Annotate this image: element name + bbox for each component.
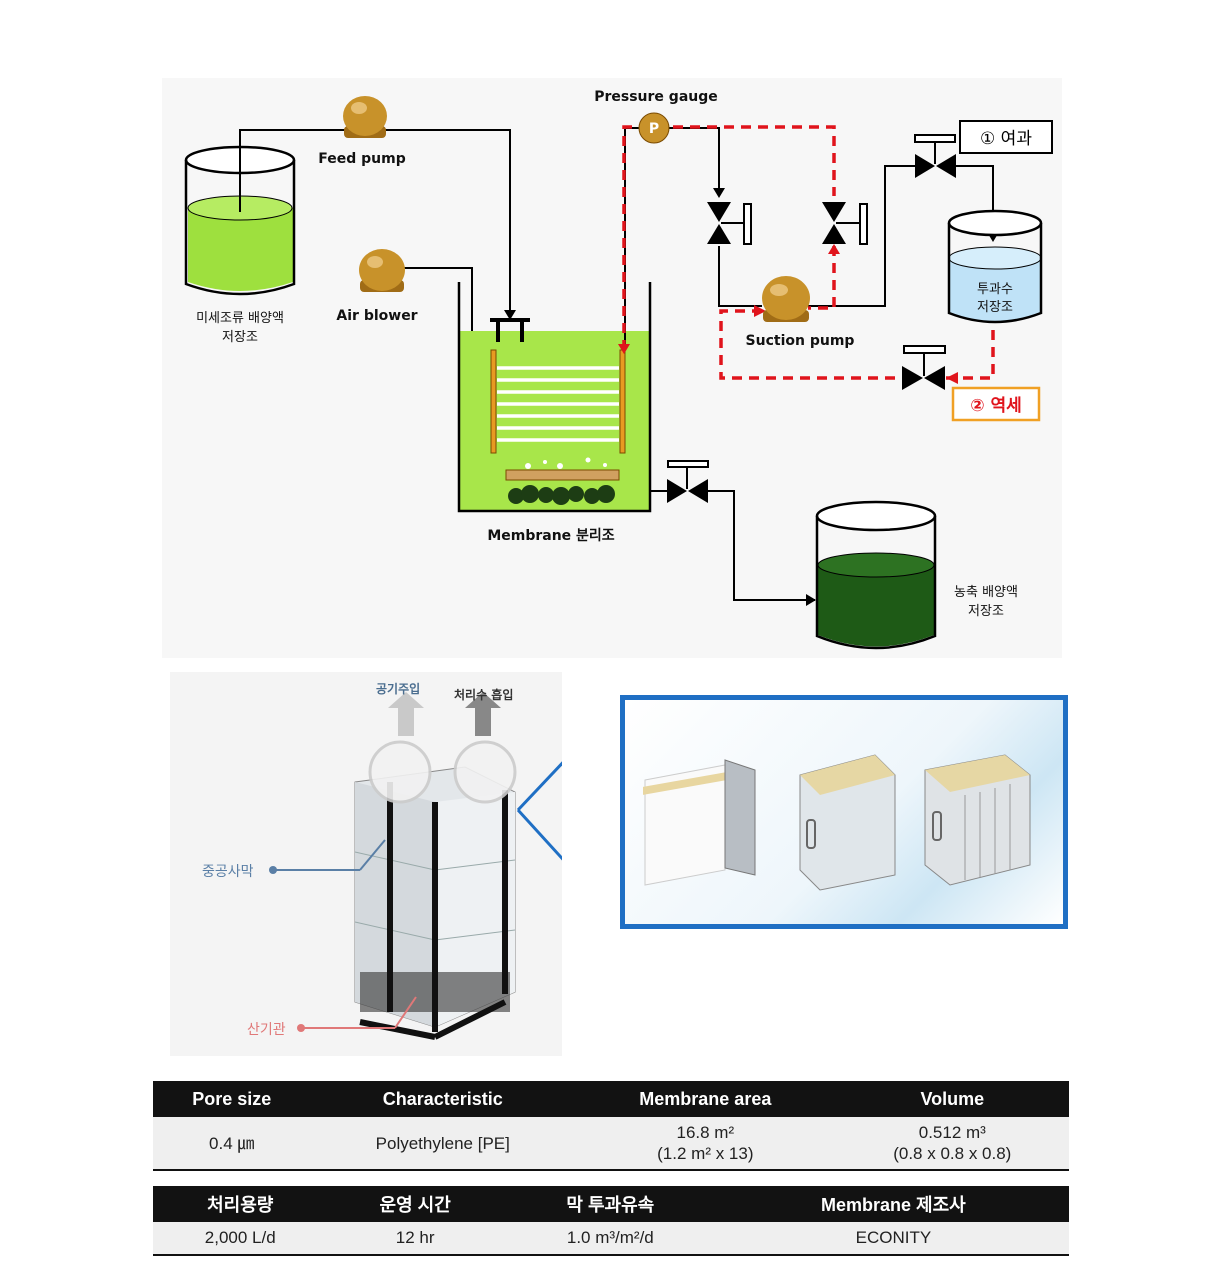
module-frame-closed bbox=[924, 754, 1031, 886]
cell-manufacturer: ECONITY bbox=[717, 1222, 1069, 1256]
header-operating-time: 운영 시간 bbox=[327, 1186, 503, 1222]
pressure-gauge-icon bbox=[638, 112, 670, 144]
aerator-label: 산기관 bbox=[247, 1022, 286, 1038]
backwash-return-valve-icon bbox=[902, 345, 946, 390]
permeate-valve-icon bbox=[914, 134, 956, 178]
backwash-mode-label: ② 역세 bbox=[970, 396, 1022, 416]
module-frame-half bbox=[799, 754, 896, 891]
membrane-module-photo: 공기주입 처리수 흡입 중공사막 산기관 bbox=[170, 672, 622, 1056]
suction-pump-icon bbox=[762, 276, 810, 322]
table-row: 0.4 ㎛ Polyethylene [PE] 16.8 m²(1.2 m² x… bbox=[153, 1117, 1069, 1171]
cell-characteristic: Polyethylene [PE] bbox=[310, 1117, 576, 1171]
permeate-tank-label-1: 투과수 bbox=[977, 282, 1013, 297]
hollow-fiber-label: 중공사막 bbox=[202, 864, 254, 880]
air-injection-label: 공기주입 bbox=[376, 682, 421, 696]
suction-pump-label: Suction pump bbox=[746, 333, 855, 349]
drain-valve-icon bbox=[667, 460, 709, 503]
permeate-tank bbox=[947, 209, 1043, 324]
air-blower-icon bbox=[359, 249, 405, 292]
cell-operating-time: 12 hr bbox=[327, 1222, 503, 1256]
feed-arrow bbox=[504, 310, 516, 320]
cell-flux: 1.0 m³/m²/d bbox=[502, 1222, 718, 1256]
feed-pump-icon bbox=[343, 96, 387, 138]
source-tank-label-1: 미세조류 배양액 bbox=[196, 311, 284, 326]
gauge-symbol: P bbox=[649, 121, 659, 137]
permeate-tank-label-2: 저장조 bbox=[977, 300, 1013, 315]
spec-table-2: 처리용량 운영 시간 막 투과유속 Membrane 제조사 2,000 L/d… bbox=[153, 1186, 1069, 1256]
membrane-separation-tank bbox=[457, 282, 652, 513]
source-culture-tank bbox=[184, 145, 296, 296]
module-closeup bbox=[620, 695, 1068, 929]
treated-water-suction-label: 처리수 흡입 bbox=[454, 688, 514, 702]
spec-table-1: Pore size Characteristic Membrane area V… bbox=[153, 1081, 1069, 1171]
source-tank-label-2: 저장조 bbox=[222, 330, 258, 345]
cell-membrane-area: 16.8 m²(1.2 m² x 13) bbox=[575, 1117, 836, 1171]
header-volume: Volume bbox=[835, 1081, 1069, 1117]
backwash-arrows bbox=[618, 244, 958, 384]
header-manufacturer: Membrane 제조사 bbox=[717, 1186, 1069, 1222]
table-row: 2,000 L/d 12 hr 1.0 m³/m²/d ECONITY bbox=[153, 1222, 1069, 1256]
backwash-valve-icon bbox=[822, 202, 868, 245]
cell-pore-size: 0.4 ㎛ bbox=[153, 1117, 311, 1171]
feed-pump-label: Feed pump bbox=[318, 151, 405, 167]
header-capacity: 처리용량 bbox=[153, 1186, 328, 1222]
concentrate-tank-label-1: 농축 배양액 bbox=[954, 585, 1018, 600]
concentrate-tank bbox=[815, 500, 937, 650]
backwash-mode-box bbox=[951, 386, 1041, 422]
backwash-line bbox=[622, 125, 995, 380]
spec-table-2-header: 처리용량 운영 시간 막 투과유속 Membrane 제조사 bbox=[153, 1186, 1069, 1222]
header-membrane-area: Membrane area bbox=[575, 1081, 836, 1117]
cell-capacity: 2,000 L/d bbox=[153, 1222, 328, 1256]
air-blower-label: Air blower bbox=[336, 308, 417, 324]
filtration-mode-label: ① 여과 bbox=[980, 129, 1032, 149]
header-pore-size: Pore size bbox=[153, 1081, 311, 1117]
membrane-tank-label: Membrane 분리조 bbox=[487, 528, 614, 544]
concentrate-tank-label-2: 저장조 bbox=[968, 604, 1004, 619]
module-frame-open bbox=[643, 759, 756, 886]
pressure-gauge-label: Pressure gauge bbox=[594, 89, 718, 105]
header-flux: 막 투과유속 bbox=[502, 1186, 718, 1222]
drain-line bbox=[650, 490, 815, 601]
cell-volume: 0.512 m³(0.8 x 0.8 x 0.8) bbox=[835, 1117, 1069, 1171]
spec-table-1-header: Pore size Characteristic Membrane area V… bbox=[153, 1081, 1069, 1117]
filtration-valve-icon bbox=[707, 202, 752, 245]
filtration-mode-box bbox=[959, 120, 1053, 154]
header-characteristic: Characteristic bbox=[310, 1081, 576, 1117]
filtration-line bbox=[624, 127, 994, 350]
